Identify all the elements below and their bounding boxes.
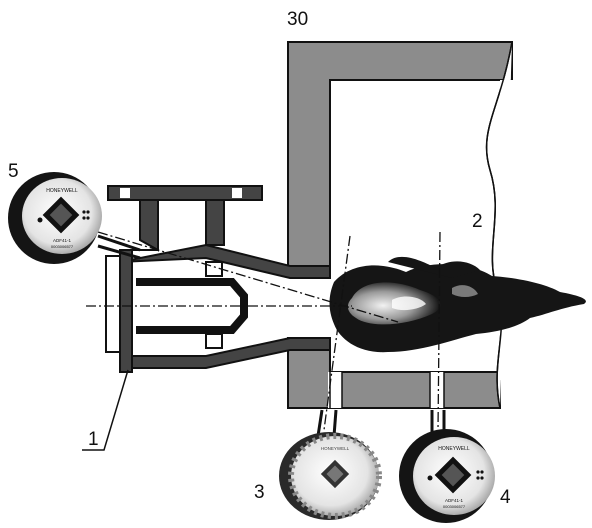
furnace-wall	[287, 41, 540, 409]
sight-lines	[86, 231, 441, 431]
flame	[329, 256, 586, 353]
label-furnace-id: 30	[287, 9, 309, 30]
sensor-5-brand: HONEYWELL	[46, 188, 78, 194]
sensor-5-model: ADF41-1	[53, 238, 72, 243]
label-sensor-5: 5	[8, 161, 19, 182]
label-burner: 1	[88, 429, 99, 450]
sensor-4-serial: 0003006577	[443, 504, 466, 509]
sensor-5-icon: HONEYWELL ADF41-1 0003006577	[8, 172, 102, 264]
sensor-4-model: ADF41-1	[445, 498, 464, 503]
sensor-3-brand: HONEYWELL	[321, 446, 350, 451]
label-1-leader	[82, 369, 129, 451]
sight-line-5	[97, 231, 399, 323]
sensor-4-icon: HONEYWELL ADF41-1 0003006577	[399, 429, 495, 523]
sight-line-4	[437, 231, 441, 431]
sight-line-3	[323, 235, 351, 431]
burner-body	[105, 185, 331, 373]
sensor-5-serial: 0003006577	[51, 244, 74, 249]
label-sensor-4: 4	[500, 487, 511, 508]
sensor-3-icon: HONEYWELL	[279, 432, 382, 520]
label-furnace-space: 2	[472, 211, 483, 232]
label-sensor-3: 3	[254, 482, 265, 503]
sensor-4-brand: HONEYWELL	[438, 446, 470, 452]
